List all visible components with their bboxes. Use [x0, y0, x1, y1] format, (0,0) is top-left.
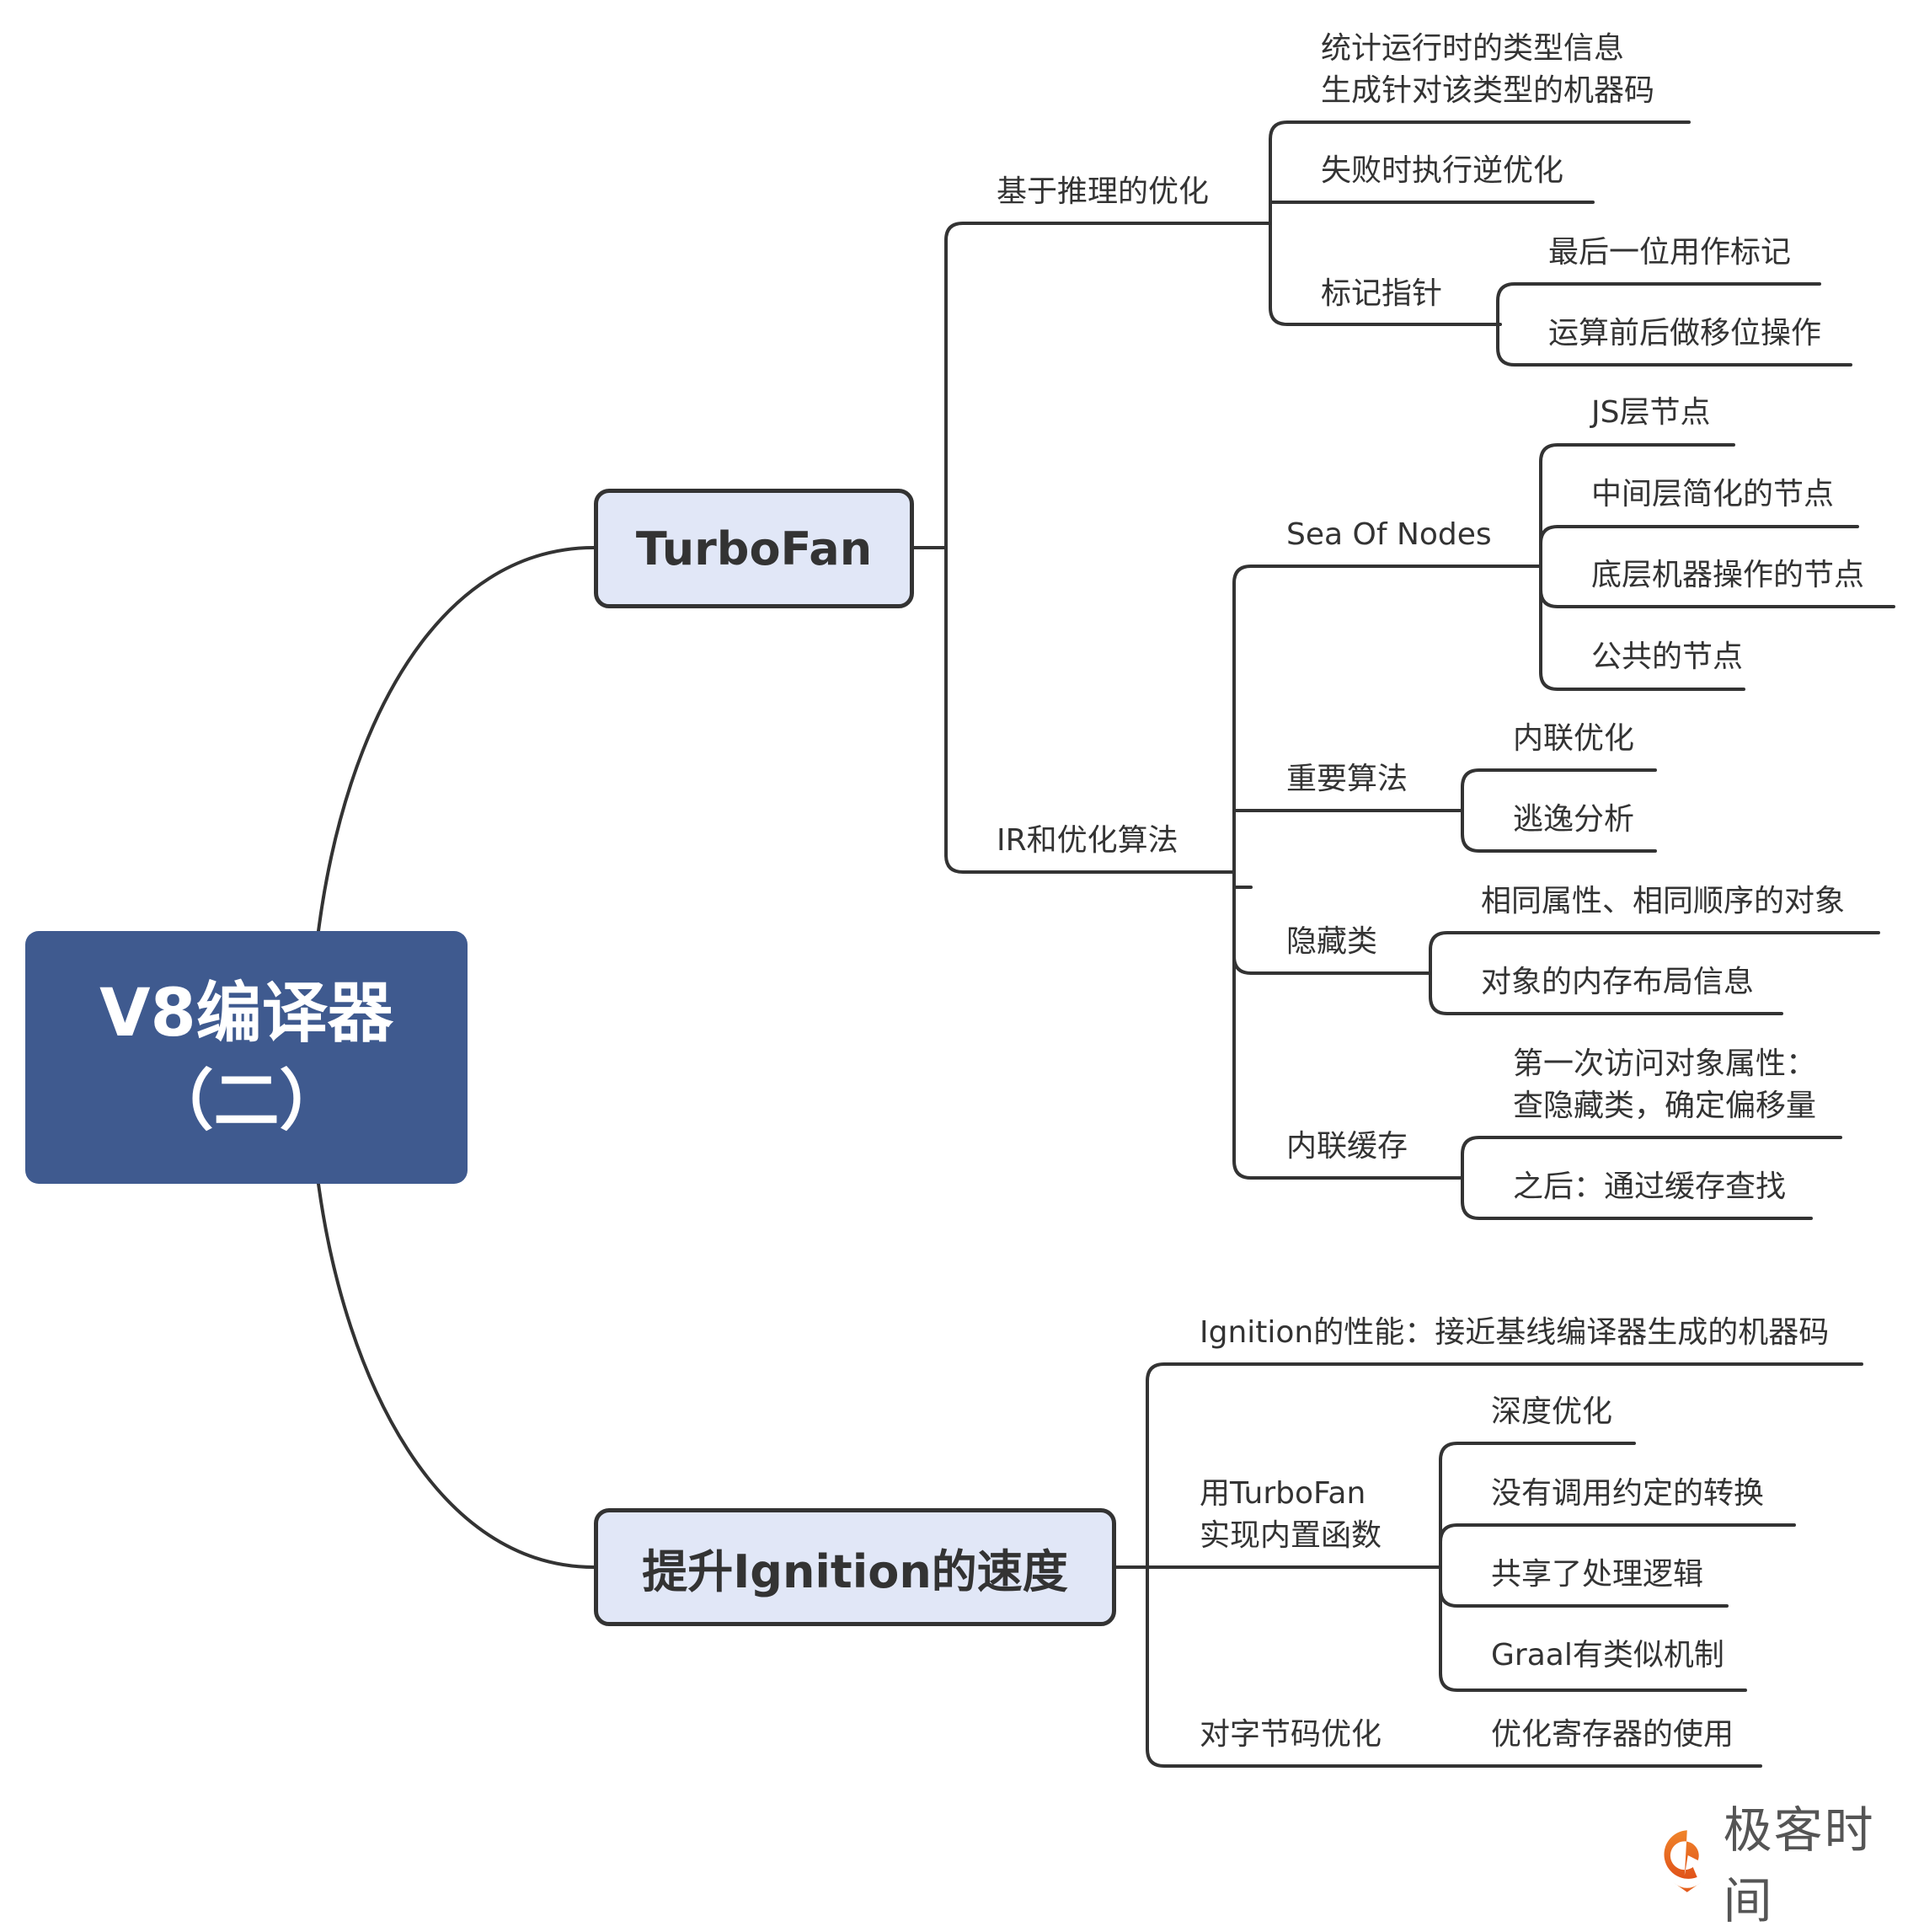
connector-lines: [317, 120, 1895, 1768]
node-builtins-item[interactable]: Graal有类似机制: [1491, 1638, 1724, 1672]
node-tagged-pointer[interactable]: 标记指针: [1321, 276, 1443, 311]
node-deopt[interactable]: 失败时执行逆优化: [1321, 153, 1564, 188]
node-builtins-item[interactable]: 共享了处理逻辑: [1491, 1557, 1704, 1592]
root-title: V8编译器: [99, 976, 393, 1052]
connector-hidden-bracket: [1429, 931, 1880, 1015]
node-algo-item[interactable]: 逃逸分析: [1513, 802, 1635, 837]
connector-ir-bracket: [1232, 565, 1540, 1180]
node-bytecode[interactable]: 对字节码优化: [1200, 1717, 1382, 1752]
root-subtitle: （二）: [147, 1063, 345, 1139]
node-tagged-item[interactable]: 最后一位用作标记: [1548, 235, 1792, 270]
node-son-item[interactable]: 中间层简化的节点: [1591, 477, 1835, 511]
node-type-stats[interactable]: 统计运行时的类型信息 生成针对该类型的机器码: [1321, 31, 1655, 108]
node-turbofan[interactable]: TurboFan: [594, 489, 914, 608]
connector-algo-bracket: [1461, 768, 1657, 853]
node-tagged-item[interactable]: 运算前后做移位操作: [1548, 316, 1822, 351]
connector-builtins-mid2: [1439, 1587, 1729, 1608]
node-builtins[interactable]: 用TurboFan 实现内置函数: [1200, 1476, 1382, 1553]
node-hidden-item[interactable]: 相同属性、相同顺序的对象: [1481, 884, 1846, 918]
node-builtins-item[interactable]: 没有调用约定的转换: [1491, 1476, 1765, 1511]
geektime-logo-text: 极客时间: [1723, 1801, 1875, 1929]
node-algorithms[interactable]: 重要算法: [1286, 762, 1408, 796]
node-son-item[interactable]: JS层节点: [1591, 395, 1711, 430]
node-sea-of-nodes[interactable]: Sea Of Nodes: [1286, 517, 1492, 552]
connector-son-mid1: [1539, 525, 1559, 545]
connector-builtins-mid1: [1439, 1523, 1459, 1544]
node-ignition[interactable]: 提升Ignition的速度: [594, 1508, 1116, 1626]
connector-turbofan-bracket: [944, 222, 1251, 874]
geektime-logo-icon: [1664, 1830, 1702, 1892]
node-ic-item[interactable]: 第一次访问对象属性： 查隐藏类，确定偏移量: [1513, 1046, 1817, 1123]
node-ir[interactable]: IR和优化算法: [997, 823, 1178, 858]
node-speculative[interactable]: 基于推理的优化: [997, 174, 1210, 209]
root-node[interactable]: V8编译器 （二）: [25, 931, 468, 1184]
node-ignition-label: 提升Ignition的速度: [642, 1544, 1068, 1598]
node-algo-item[interactable]: 内联优化: [1513, 721, 1635, 756]
node-hidden-item[interactable]: 对象的内存布局信息: [1481, 965, 1755, 999]
connector-root-turbofan: [317, 546, 596, 933]
connector-ir-hidden2: [1232, 955, 1253, 975]
connector-root-ignition: [317, 1182, 596, 1569]
geektime-logo: 极客时间: [1659, 1790, 1924, 1932]
connector-son-mid2: [1539, 588, 1895, 608]
node-ic-item[interactable]: 之后：通过缓存查找: [1513, 1169, 1787, 1204]
node-builtins-item[interactable]: 深度优化: [1491, 1394, 1613, 1429]
node-inline-cache[interactable]: 内联缓存: [1286, 1129, 1408, 1164]
node-ignition-performance[interactable]: Ignition的性能：接近基线编译器生成的机器码: [1200, 1315, 1830, 1350]
node-son-item[interactable]: 公共的节点: [1591, 640, 1744, 674]
node-turbofan-label: TurboFan: [635, 522, 873, 575]
connector-tagged-bracket: [1496, 282, 1852, 367]
connector-builtins-bracket: [1439, 1442, 1747, 1692]
node-bytecode-item[interactable]: 优化寄存器的使用: [1491, 1717, 1734, 1752]
connector-ignition-bracket: [1146, 1362, 1863, 1768]
node-hidden-class[interactable]: 隐藏类: [1286, 924, 1378, 959]
node-son-item[interactable]: 底层机器操作的节点: [1591, 558, 1865, 592]
